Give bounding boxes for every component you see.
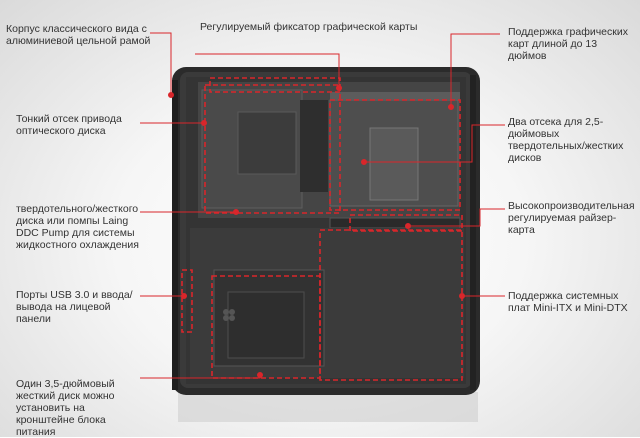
label-bays-25: Два отсека для 2,5-дюймовых твердотельны… [508,116,624,164]
outline-hdd [211,275,321,379]
label-gpu-support: Поддержка графических карт длиной до 13 … [508,26,628,62]
callout-outlines [181,77,463,381]
hdd-plate [227,291,305,359]
label-hdd-psu: Один 3,5-дюймовый жесткий диск можно уст… [16,378,115,438]
leader-gpu-bracket [195,53,340,88]
leader-case [150,32,172,95]
label-ssd-pump: твердотельного/жесткого диска или помпы … [16,203,139,251]
label-riser: Высокопроизводительная регулируемая райз… [508,200,635,236]
outline-drive-bays [329,99,461,211]
gpu-slot [300,100,328,192]
leader-riser [408,208,505,227]
label-mobo: Поддержка системных плат Mini-ITX и Mini… [508,290,628,314]
label-gpu-bracket: Регулируемый фиксатор графической карты [200,21,418,33]
leader-bays [364,124,505,163]
optical-drive-plate [237,111,297,175]
outline-optical [204,84,341,214]
label-case-classic: Корпус классического вида с алюминиевой … [6,23,151,47]
leader-gpu-support [450,33,500,107]
case-reflection [178,392,478,422]
label-optical-bay: Тонкий отсек привода оптического диска [16,113,122,137]
vent-holes [223,309,235,321]
label-usb-ports: Порты USB 3.0 и ввода/вывода на лицевой … [16,289,133,325]
outline-riser [349,214,463,232]
case-edge-left [172,80,178,390]
outline-gpu-bracket [209,77,341,93]
drive-bracket [369,127,419,201]
top-rail [330,92,460,100]
outline-usb [181,269,193,333]
leader-lines [140,32,505,379]
case-edge-right [470,75,476,390]
